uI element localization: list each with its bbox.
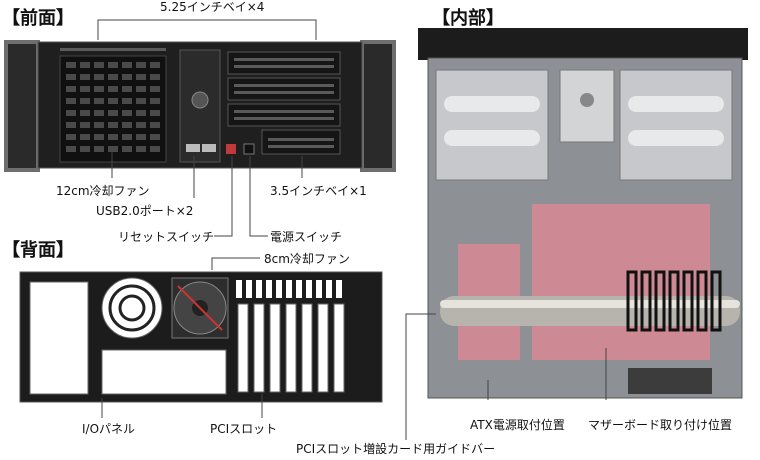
back-panel-image: [19, 271, 383, 403]
label-power: 電源スイッチ: [270, 230, 343, 244]
leader-lines: [97, 19, 607, 440]
interior-image: [418, 28, 748, 399]
interior-heading: 【内部】: [432, 8, 504, 29]
label-motherboard: マザーボード取り付け位置: [588, 418, 733, 432]
label-8cm-fan: 8cm冷却ファン: [264, 252, 350, 266]
label-525-bay: 5.25インチベイ×4: [160, 0, 265, 14]
label-pci-slot: PCIスロット: [210, 422, 278, 436]
label-35-bay: 3.5インチベイ×1: [270, 184, 367, 198]
label-reset: リセットスイッチ: [118, 230, 215, 244]
front-panel-image: [4, 40, 396, 172]
front-heading: 【前面】: [2, 8, 74, 29]
label-12cm-fan: 12cm冷却ファン: [56, 184, 150, 198]
label-io-panel: I/Oパネル: [82, 422, 136, 436]
label-usb: USB2.0ポート×2: [96, 204, 194, 218]
label-guide-bar: PCIスロット増設カード用ガイドバー: [296, 442, 496, 456]
back-heading: 【背面】: [2, 240, 74, 261]
label-atx-psu: ATX電源取付位置: [470, 418, 565, 432]
